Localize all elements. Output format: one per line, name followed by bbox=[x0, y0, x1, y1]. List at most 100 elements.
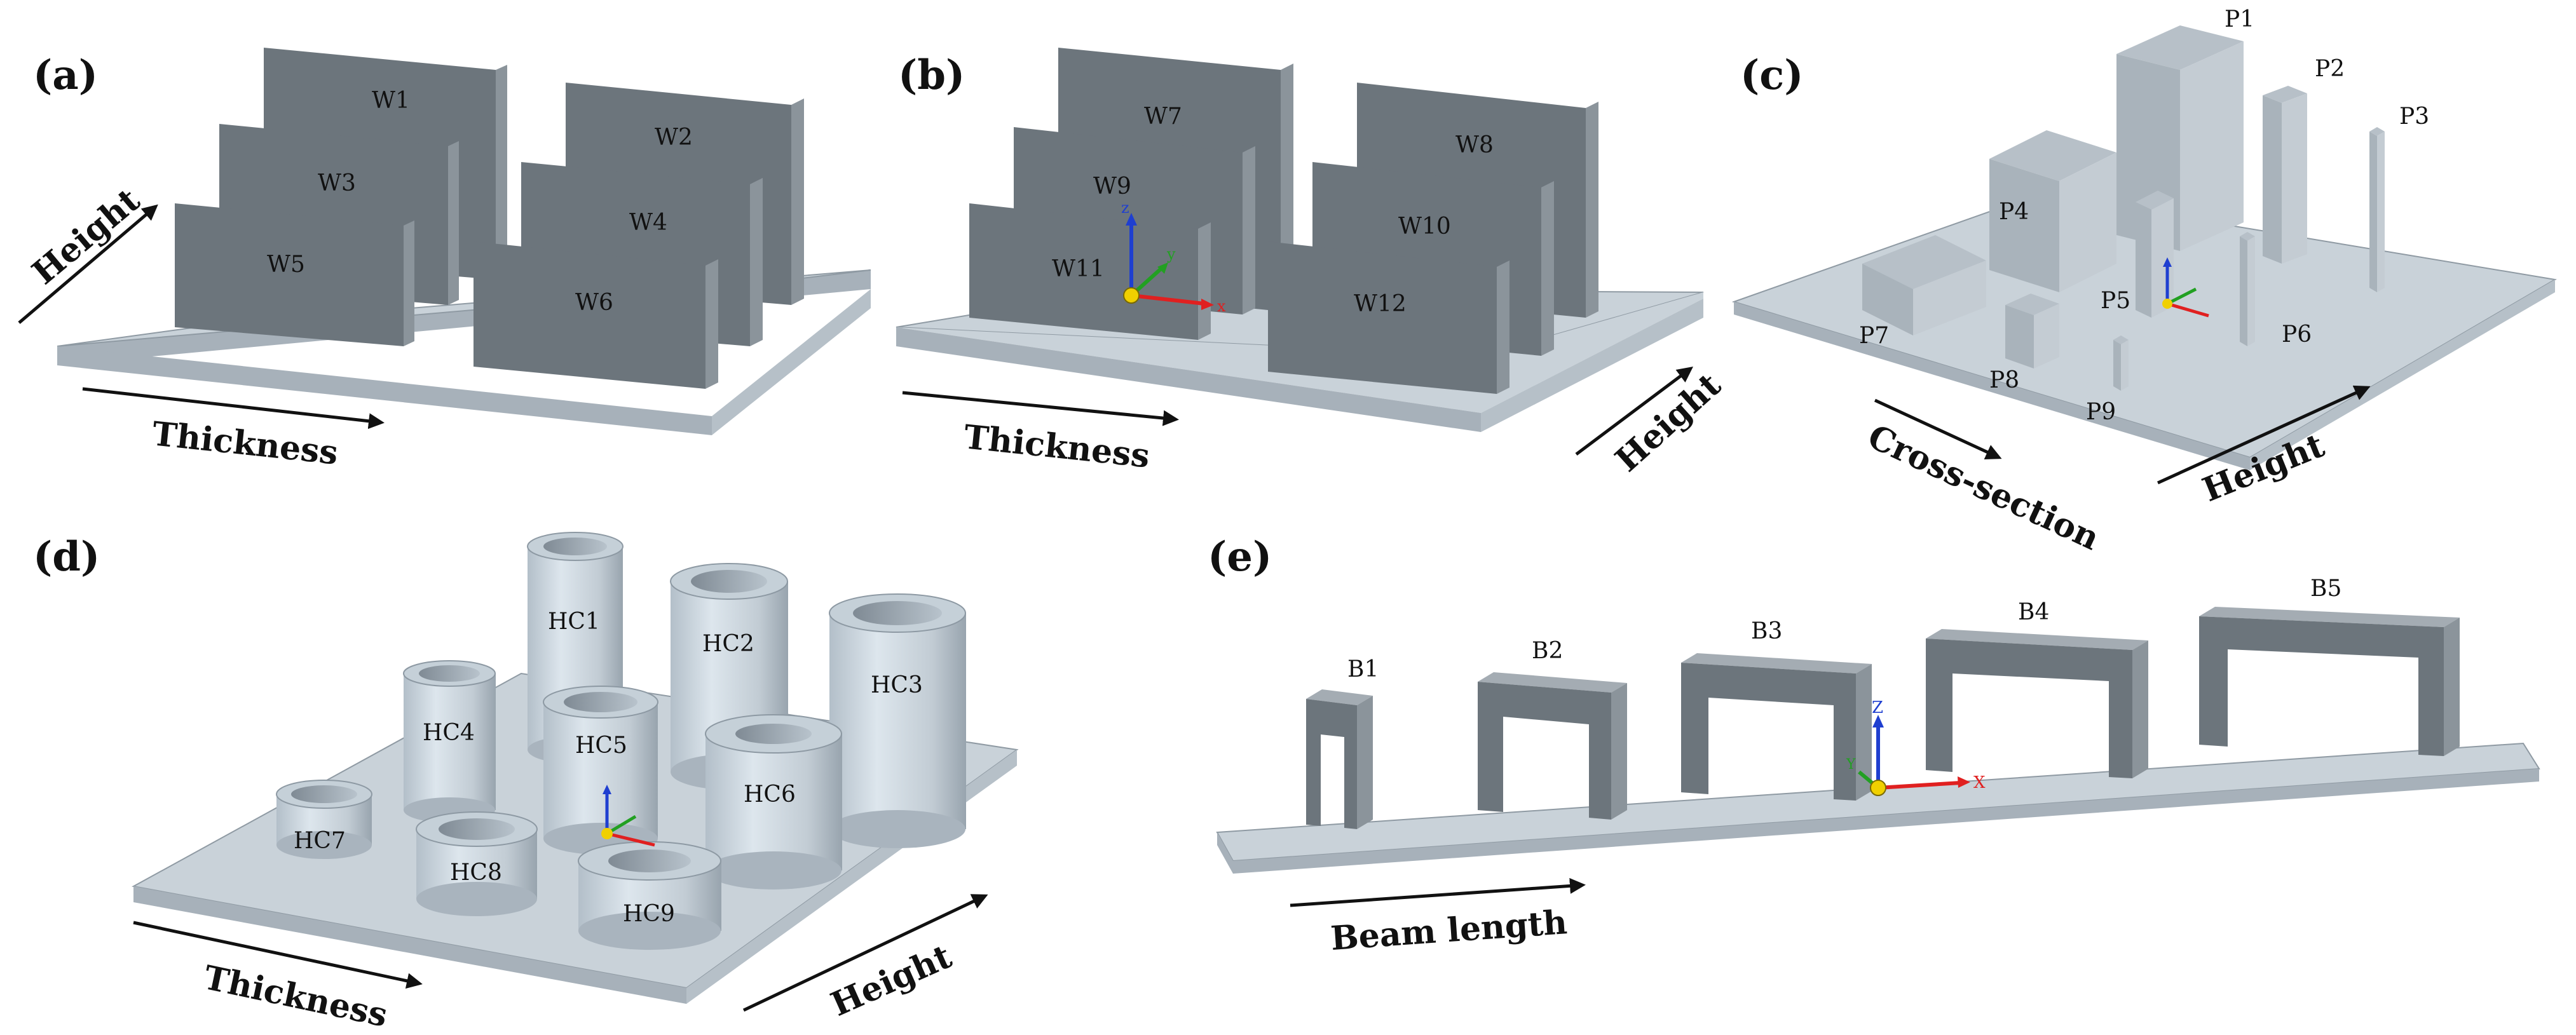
panel-e-label: (e) bbox=[1208, 533, 1272, 581]
axis-label-thickness-b: Thickness bbox=[962, 417, 1152, 475]
triad-b-y: y bbox=[1166, 245, 1176, 263]
beam-b3-label: B3 bbox=[1751, 618, 1782, 644]
pillar-p8-label: P8 bbox=[1989, 367, 2019, 393]
wall-w6: W6 bbox=[474, 241, 718, 389]
x-axis-b bbox=[1131, 294, 1205, 306]
pillar-p5-label: P5 bbox=[2101, 288, 2130, 314]
beam-b4-label: B4 bbox=[2018, 599, 2049, 625]
cylinder-hc8: HC8 bbox=[416, 811, 538, 916]
panel-e: (e) B1 B2 B3 bbox=[1208, 533, 2540, 958]
axis-label-thickness-a: Thickness bbox=[151, 414, 340, 472]
pillar-p8: P8 bbox=[1989, 294, 2059, 393]
cylinder-hc4-label: HC4 bbox=[423, 720, 475, 746]
wall-w11-label: W11 bbox=[1052, 256, 1105, 282]
panel-c: (c) P1 P2 P3 bbox=[1731, 6, 2557, 558]
beam-b2-label: B2 bbox=[1532, 638, 1563, 664]
cylinder-hc5: HC5 bbox=[543, 686, 658, 855]
axis-label-beam-length-e: Beam length bbox=[1330, 903, 1569, 958]
pillar-p3: P3 bbox=[2369, 104, 2429, 292]
axis-label-height-a: Height bbox=[25, 181, 147, 292]
pillar-p2-label: P2 bbox=[2315, 56, 2345, 82]
cylinder-hc6-label: HC6 bbox=[744, 781, 796, 808]
cylinder-hc4: HC4 bbox=[403, 660, 496, 823]
panel-d: (d) HC1 HC2 HC3 bbox=[33, 532, 1019, 1035]
wall-w7-label: W7 bbox=[1144, 104, 1182, 130]
wall-w8-label: W8 bbox=[1455, 132, 1494, 158]
wall-w11: W11 bbox=[969, 203, 1211, 340]
cylinder-hc7: HC7 bbox=[276, 780, 372, 859]
pillar-p3-label: P3 bbox=[2399, 104, 2429, 130]
panel-d-label: (d) bbox=[33, 533, 100, 581]
wall-w3-label: W3 bbox=[318, 170, 356, 196]
panel-a-label: (a) bbox=[33, 51, 98, 99]
beam-b5-label: B5 bbox=[2310, 576, 2341, 602]
cross-section-arrow-c bbox=[1874, 398, 2002, 459]
cylinder-hc9: HC9 bbox=[578, 841, 721, 950]
cylinder-hc2-label: HC2 bbox=[702, 631, 754, 657]
axis-label-cross-section-c: Cross-section bbox=[1862, 417, 2106, 558]
wall-w10-label: W10 bbox=[1398, 213, 1451, 240]
cylinder-hc1-label: HC1 bbox=[548, 609, 600, 635]
wall-w6-label: W6 bbox=[575, 290, 613, 316]
plate-a-side-edge bbox=[712, 289, 871, 435]
wall-w4-label: W4 bbox=[629, 210, 667, 236]
wall-w9-label: W9 bbox=[1093, 173, 1131, 200]
triad-e-z: Z bbox=[1872, 698, 1883, 717]
wall-w5-label: W5 bbox=[267, 252, 305, 278]
beam-b1: B1 bbox=[1306, 656, 1379, 829]
pillar-p4-label: P4 bbox=[1999, 199, 2029, 225]
triad-e-x: X bbox=[1973, 773, 1986, 792]
plate-a-front-edge bbox=[57, 346, 712, 435]
coordinate-triad-c bbox=[2162, 257, 2209, 318]
coordinate-triad-e: Z Y X bbox=[1846, 698, 1986, 796]
thickness-arrow-b bbox=[902, 391, 1179, 426]
height-arrow-b bbox=[1575, 367, 1693, 456]
axis-label-thickness-d: Thickness bbox=[200, 958, 391, 1035]
triad-b-z: z bbox=[1121, 199, 1129, 217]
x-axis-e bbox=[1877, 781, 1961, 790]
cylinder-hc3: HC3 bbox=[829, 593, 966, 848]
pillar-p1-label: P1 bbox=[2225, 6, 2254, 32]
thickness-arrow-d bbox=[133, 921, 423, 989]
origin-e bbox=[1870, 780, 1886, 796]
coordinate-triad-b: z y x bbox=[1121, 199, 1226, 315]
wall-w12-label: W12 bbox=[1354, 291, 1407, 317]
pillar-p2: P2 bbox=[2263, 56, 2345, 264]
beam-b3: B3 bbox=[1681, 618, 1872, 801]
cylinder-hc3-label: HC3 bbox=[871, 672, 923, 698]
triad-e-y: Y bbox=[1846, 757, 1856, 773]
height-arrow-d bbox=[742, 894, 988, 1012]
pillar-p4: P4 bbox=[1989, 130, 2116, 292]
wall-w5: W5 bbox=[175, 203, 414, 346]
pillar-p6: P6 bbox=[2240, 232, 2312, 348]
coordinate-triad-d bbox=[601, 785, 655, 847]
cylinder-hc9-label: HC9 bbox=[623, 901, 675, 927]
pillar-p1: P1 bbox=[2116, 6, 2254, 251]
cylinder-hc8-label: HC8 bbox=[450, 860, 502, 886]
axis-label-height-d: Height bbox=[825, 937, 957, 1024]
panel-c-label: (c) bbox=[1740, 51, 1804, 99]
beam-b1-label: B1 bbox=[1347, 656, 1379, 682]
beam-b5: B5 bbox=[2199, 576, 2460, 756]
wall-w12: W12 bbox=[1268, 241, 1509, 394]
beam-b4: B4 bbox=[1926, 599, 2148, 778]
pillar-p9-label: P9 bbox=[2086, 399, 2116, 425]
thickness-arrow-a bbox=[82, 387, 385, 430]
cylinder-hc7-label: HC7 bbox=[294, 828, 346, 854]
panel-b: (b) W7 W8 W9 W10 bbox=[896, 48, 1728, 480]
wall-w2-label: W2 bbox=[655, 125, 693, 151]
panel-b-label: (b) bbox=[898, 51, 965, 99]
panel-a: (a) W1 W2 W3 W4 bbox=[18, 48, 871, 473]
height-arrow-c bbox=[2157, 385, 2371, 485]
beam-length-arrow-e bbox=[1290, 877, 1586, 907]
pillar-p9: P9 bbox=[2086, 335, 2129, 425]
axis-label-height-b: Height bbox=[1608, 365, 1729, 479]
cylinder-hc6: HC6 bbox=[705, 714, 842, 890]
build-plate-e bbox=[1216, 742, 2540, 874]
triad-b-x: x bbox=[1217, 297, 1226, 315]
wall-w1-label: W1 bbox=[372, 88, 410, 114]
origin-b bbox=[1123, 287, 1140, 304]
pillar-p6-label: P6 bbox=[2282, 321, 2312, 348]
height-arrow-a bbox=[18, 204, 158, 324]
